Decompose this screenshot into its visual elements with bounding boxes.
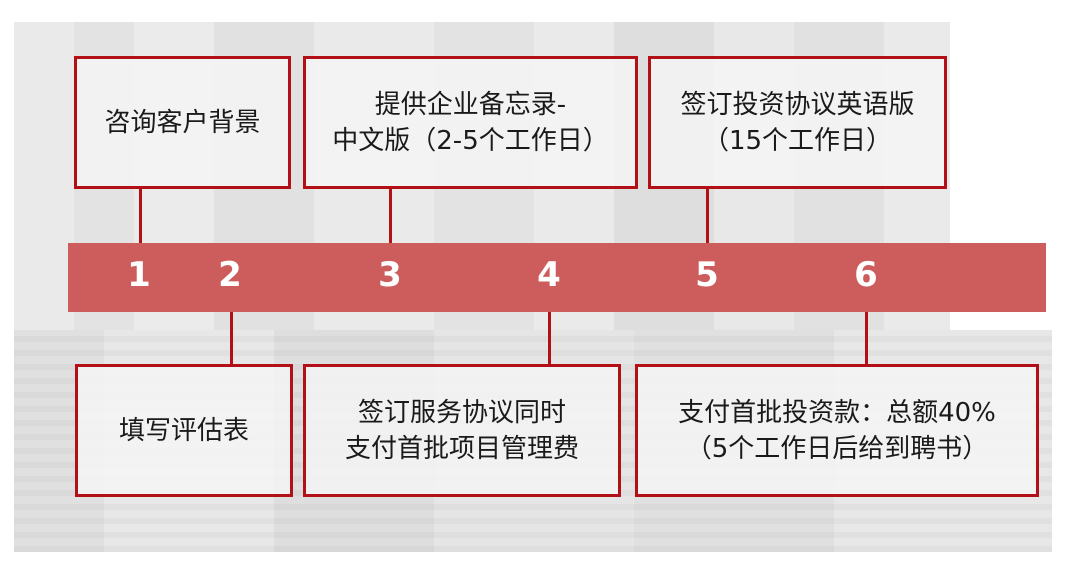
step-box-5-investment-agreement: 签订投资协议英语版 （15个工作日） bbox=[648, 56, 947, 189]
step-3-text-line-1: 提供企业备忘录- bbox=[374, 89, 567, 120]
step-number-2: 2 bbox=[218, 255, 242, 295]
step-box-4-service-agreement: 签订服务协议同时 支付首批项目管理费 bbox=[303, 364, 621, 497]
connector-step-4 bbox=[548, 311, 551, 366]
step-box-2-fill-evaluation-form: 填写评估表 bbox=[75, 364, 293, 497]
step-3-text-line-2: 中文版（2-5个工作日） bbox=[332, 125, 609, 156]
step-6-text-line-2: （5个工作日后给到聘书） bbox=[685, 433, 989, 464]
step-4-text-line-1: 签订服务协议同时 bbox=[357, 397, 566, 428]
connector-step-3 bbox=[389, 188, 392, 244]
timeline-bar bbox=[68, 243, 1046, 312]
step-box-1-consult-client-background: 咨询客户背景 bbox=[74, 56, 291, 189]
connector-step-2 bbox=[230, 311, 233, 366]
step-2-text-line-1: 填写评估表 bbox=[118, 415, 249, 446]
step-1-text-line-1: 咨询客户背景 bbox=[104, 107, 261, 138]
step-4-text-line-2: 支付首批项目管理费 bbox=[344, 433, 579, 464]
step-5-text-line-2: （15个工作日） bbox=[702, 125, 893, 156]
step-number-5: 5 bbox=[695, 255, 719, 295]
step-number-6: 6 bbox=[854, 255, 878, 295]
connector-step-6 bbox=[865, 311, 868, 366]
step-6-text-line-1: 支付首批投资款：总额40% bbox=[678, 397, 996, 428]
step-box-6-first-investment-payment: 支付首批投资款：总额40% （5个工作日后给到聘书） bbox=[635, 364, 1039, 497]
step-number-4: 4 bbox=[537, 255, 561, 295]
step-number-1: 1 bbox=[127, 255, 151, 295]
step-number-3: 3 bbox=[378, 255, 402, 295]
connector-step-1 bbox=[139, 188, 142, 244]
connector-step-5 bbox=[706, 188, 709, 244]
step-5-text-line-1: 签订投资协议英语版 bbox=[680, 89, 915, 120]
step-box-3-company-memo: 提供企业备忘录- 中文版（2-5个工作日） bbox=[303, 56, 638, 189]
